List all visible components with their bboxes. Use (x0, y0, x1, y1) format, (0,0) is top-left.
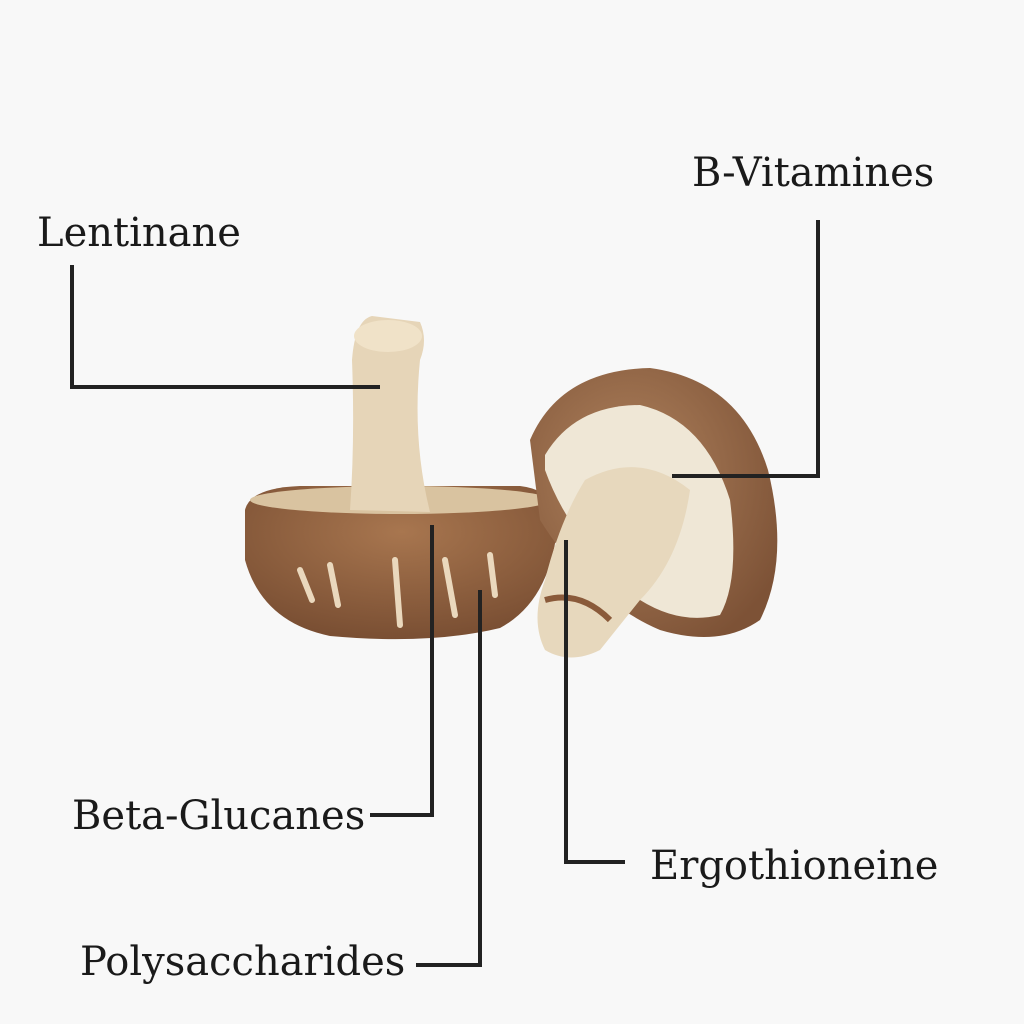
right-mushroom (530, 368, 778, 658)
beta-glucanes-leader-line (370, 525, 434, 817)
ergothioneine-label: Ergothioneine (650, 843, 939, 889)
polysaccharides-label: Polysaccharides (80, 939, 406, 985)
ergothioneine-leader-line (564, 540, 625, 864)
b-vitamines-leader-line (672, 220, 820, 478)
left-mushroom (245, 316, 558, 640)
b-vitamines-label: B-Vitamines (692, 150, 935, 196)
leader-lines (70, 220, 820, 967)
lentinane-leader-line (70, 265, 380, 389)
beta-glucanes-label: Beta-Glucanes (72, 793, 366, 839)
polysaccharides-leader-line (416, 590, 482, 967)
lentinane-label: Lentinane (37, 210, 241, 256)
